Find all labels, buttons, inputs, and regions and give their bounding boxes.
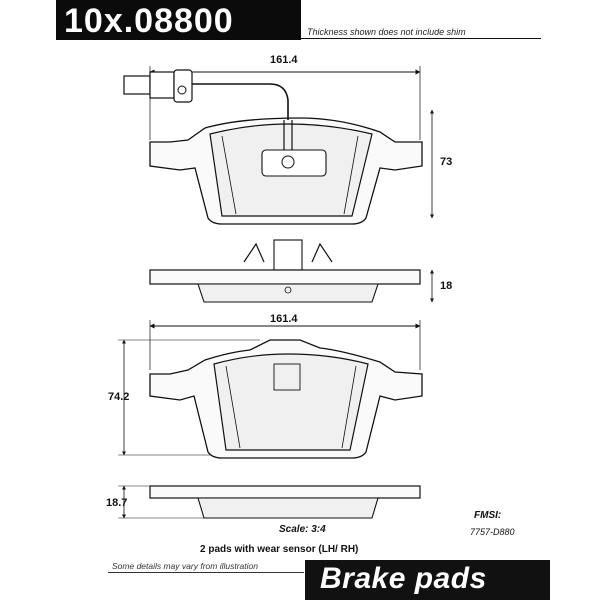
- fmsi-code: 7757-D880: [470, 527, 515, 537]
- dim-height-top: 73: [440, 156, 453, 168]
- top-pad-side-view: [149, 239, 434, 303]
- shim-note: Thickness shown does not include shim: [307, 27, 466, 37]
- header-rule: [301, 38, 541, 39]
- scale-label: Scale: 3:4: [279, 524, 326, 535]
- dim-width-bottom: 161.4: [270, 313, 298, 325]
- bottom-friction-material: [213, 353, 369, 451]
- wear-sensor-wire: [192, 83, 289, 120]
- category-banner: [305, 560, 550, 600]
- fmsi-label: FMSI:: [474, 510, 502, 521]
- disclaimer: Some details may vary from illustration: [112, 561, 258, 571]
- category-title: Brake pads: [320, 562, 487, 595]
- bottom-pad-side-view: [118, 485, 421, 519]
- dim-width-top: 161.4: [270, 54, 298, 66]
- part-number: 10x.08800: [64, 2, 234, 40]
- pads-note: 2 pads with wear sensor (LH/ RH): [200, 544, 359, 555]
- dim-thickness-bottom: 18.7: [106, 497, 128, 509]
- top-pad-front-view: [123, 66, 434, 225]
- footer-rule: [108, 572, 304, 573]
- part-number-banner: [56, 0, 301, 40]
- dim-thickness-top: 18: [440, 280, 453, 292]
- top-clip: [273, 239, 303, 271]
- bottom-pad-front-view: [118, 320, 423, 459]
- dim-height-bottom: 74.2: [108, 391, 130, 403]
- sensor-connector: [123, 75, 151, 95]
